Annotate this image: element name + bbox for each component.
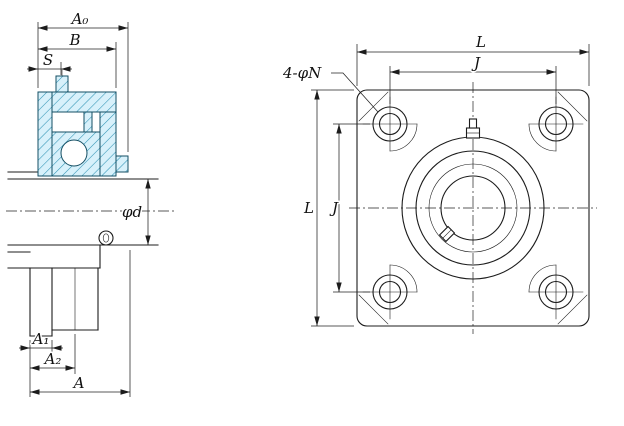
dim-label-a2: A₂	[43, 350, 62, 368]
dim-label-j-top: J	[471, 54, 481, 72]
dim-label-j-side: J	[329, 199, 339, 217]
dim-label-a1: A₁	[31, 330, 50, 348]
boss-arc	[528, 264, 557, 293]
bolt-hole-bottom-left	[362, 264, 418, 320]
dim-label-l-top: L	[475, 33, 486, 51]
bolt-hole-bottom-right	[528, 264, 584, 320]
left-view: A₀ B S φd A₁ A₂ A	[6, 9, 176, 397]
bolt-hole-top-left	[362, 96, 418, 152]
inner-ring-section	[51, 91, 117, 113]
flange-plate-section	[37, 91, 53, 177]
corner-chamfer	[358, 294, 389, 325]
right-dimensions	[311, 44, 590, 327]
grease-nipple	[465, 118, 481, 139]
grease-nipple-section	[115, 155, 129, 173]
set-screw	[438, 225, 456, 243]
bolt-holes-label: 4-φN	[282, 64, 322, 82]
dim-label-phi-d: φd	[122, 203, 142, 221]
boss-arc	[389, 264, 418, 293]
left-dimensions	[19, 22, 151, 397]
bearing-ball	[60, 139, 88, 167]
bolt-label-leader	[331, 72, 379, 113]
dim-label-b: B	[68, 31, 80, 49]
dim-label-a0: A₀	[70, 10, 89, 28]
bolt-hole-top-right	[528, 96, 584, 152]
corner-chamfer	[557, 294, 588, 325]
dim-label-a: A	[72, 374, 85, 392]
dim-label-s: S	[43, 51, 53, 69]
right-view: L J 4-φN L J	[281, 32, 597, 334]
dim-label-l-side: L	[303, 199, 314, 217]
grease-hole	[98, 230, 114, 246]
locking-screw-section	[83, 111, 93, 133]
corner-chamfer	[557, 91, 588, 122]
housing-back-section	[99, 111, 117, 177]
boss-arc	[528, 123, 557, 152]
set-screw-section	[55, 75, 69, 93]
boss-arc	[389, 123, 418, 152]
grease-hole-detail	[102, 233, 110, 243]
